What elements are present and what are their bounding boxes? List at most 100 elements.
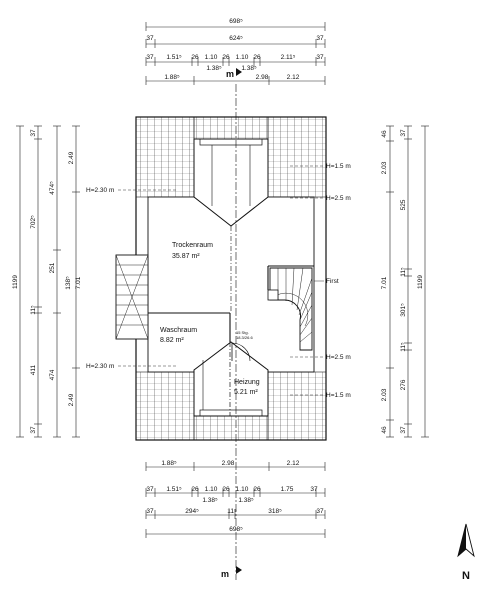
dim-bottom-seg: 37 xyxy=(146,508,154,515)
dim-bottom-seg: 294⁵ xyxy=(185,508,199,515)
roof-hatch-top-center xyxy=(193,116,269,140)
dim-top-seg: 1.10 xyxy=(205,54,218,61)
dim-top-wall-left: 37 xyxy=(146,35,154,42)
dim-right-seg: 2.03 xyxy=(381,388,388,401)
dim-right-seg: 37 xyxy=(400,129,407,137)
spiral-stair xyxy=(269,267,313,351)
dim-bottom-total: 698⁵ xyxy=(229,526,243,533)
height-leaders xyxy=(118,165,324,396)
dim-bottom-seg: 1.51⁵ xyxy=(166,486,182,493)
chimney xyxy=(267,289,279,301)
dim-bottom-seg: 37 xyxy=(146,486,154,493)
dim-top-sub: 1.38⁵ xyxy=(206,65,222,72)
section-mark-top: m xyxy=(226,69,234,79)
dim-top-wall-right: 37 xyxy=(316,35,324,42)
dim-right-seg: 11⁵ xyxy=(400,342,407,352)
dim-left-seg: 411 xyxy=(30,364,37,375)
dim-right-seg: 11⁵ xyxy=(400,267,407,277)
dim-bottom-seg: 318⁵ xyxy=(268,508,282,515)
height-label: H=1.5 m xyxy=(326,163,351,170)
dim-left-seg: 474 xyxy=(49,369,56,380)
height-label: H=2.5 m xyxy=(326,354,351,361)
dim-top-seg: 1.51⁵ xyxy=(166,54,182,61)
dim-left-seg: 37 xyxy=(30,129,37,137)
dim-top-sub: 1.38⁵ xyxy=(241,65,257,72)
spiral-stair-treads xyxy=(274,267,313,343)
dim-top-inner: 624⁵ xyxy=(229,35,243,42)
roof-hatch-bottom-center xyxy=(193,415,269,441)
dim-top-seg: 26 xyxy=(191,54,199,61)
dim-top-room: 2.98 xyxy=(256,74,269,81)
dim-left-seg: 702⁵ xyxy=(30,215,37,229)
top-dimensions xyxy=(145,22,326,85)
dormer-top-window xyxy=(199,138,263,146)
dim-left-seg: 251 xyxy=(49,262,56,273)
section-arrow-icon xyxy=(236,68,242,76)
dim-right-seg: 2.03 xyxy=(381,161,388,174)
dim-bottom-seg: 26 xyxy=(253,486,261,493)
dim-left-seg: 138⁵ xyxy=(65,276,72,290)
dim-right-seg: 276 xyxy=(400,379,407,390)
dim-bottom-seg: 1.10 xyxy=(205,486,218,493)
height-label: H=1.5 m xyxy=(326,392,351,399)
height-label: H=2.30 m xyxy=(86,363,114,370)
room-area: 5.21 m² xyxy=(234,389,258,396)
dim-left-total: 1199 xyxy=(12,275,19,289)
dim-right-seg: 46 xyxy=(381,426,388,434)
stair-steps: 15 Stg. xyxy=(236,330,249,335)
dim-top-seg: 37 xyxy=(316,54,324,61)
room-area: 35.87 m² xyxy=(172,253,200,260)
ridge-label: First xyxy=(326,278,339,285)
dim-bottom-seg: 37 xyxy=(316,508,324,515)
dim-bottom-seg: 37 xyxy=(310,486,318,493)
dim-left-seg: 474⁵ xyxy=(49,181,56,195)
room-name: Heizung xyxy=(234,379,260,386)
dim-right-total: 1199 xyxy=(417,275,424,289)
dim-top-seg: 37 xyxy=(146,54,154,61)
door-swing xyxy=(231,342,251,362)
height-label: H=2.5 m xyxy=(326,195,351,202)
right-dimensions xyxy=(386,125,429,438)
north-arrow-icon xyxy=(457,523,475,558)
dim-bottom-seg: 1.10 xyxy=(236,486,249,493)
dim-right-seg: 525 xyxy=(400,199,407,210)
dormer-bottom-window xyxy=(199,409,263,417)
left-dimensions xyxy=(16,125,80,438)
dim-bottom-sub: 1.38⁵ xyxy=(238,497,254,504)
section-arrow-icon xyxy=(236,566,242,574)
dim-bottom-seg: 26 xyxy=(222,486,230,493)
dim-top-total: 698⁵ xyxy=(229,18,243,25)
dim-bottom-room: 2.12 xyxy=(287,460,300,467)
dim-right-seg: 46 xyxy=(381,130,388,138)
dim-top-room: 2.12 xyxy=(287,74,300,81)
bottom-dimensions xyxy=(145,462,326,538)
height-label: H=2.30 m xyxy=(86,187,114,194)
roof-hatch-bottom-right xyxy=(267,371,327,441)
dim-bottom-room: 2.98 xyxy=(222,460,235,467)
dim-bottom-seg: 11⁵ xyxy=(227,508,237,515)
dim-top-seg: 26 xyxy=(253,54,261,61)
building: 15 Stg. 18.3/26.6 xyxy=(115,116,327,441)
dim-left-seg: 2.49 xyxy=(68,393,75,406)
room-name: Trockenraum xyxy=(172,242,213,249)
north-label: N xyxy=(462,570,470,582)
room-area: 8.82 m² xyxy=(160,337,184,344)
dim-right-seg: 7.01 xyxy=(381,276,388,289)
roof-hatch-top-left xyxy=(135,116,195,198)
dim-bottom-seg: 26 xyxy=(191,486,199,493)
dim-left-seg: 2.49 xyxy=(68,151,75,164)
dim-right-seg: 301⁵ xyxy=(400,303,407,317)
dim-top-seg: 1.10 xyxy=(236,54,249,61)
room-name: Waschraum xyxy=(160,327,197,334)
roof-hatch-top-right xyxy=(267,116,327,198)
dim-top-seg: 2.11⁵ xyxy=(281,54,296,61)
dim-right-seg: 37 xyxy=(400,426,407,434)
dim-left-seg: 7.01 xyxy=(75,276,82,289)
section-mark-bottom: m xyxy=(221,569,229,579)
dim-bottom-sub: 1.38⁵ xyxy=(202,497,218,504)
dim-left-seg: 11⁵ xyxy=(30,305,37,315)
roof-hatch-bottom-left xyxy=(135,371,195,441)
dim-bottom-seg: 1.75 xyxy=(281,486,294,493)
